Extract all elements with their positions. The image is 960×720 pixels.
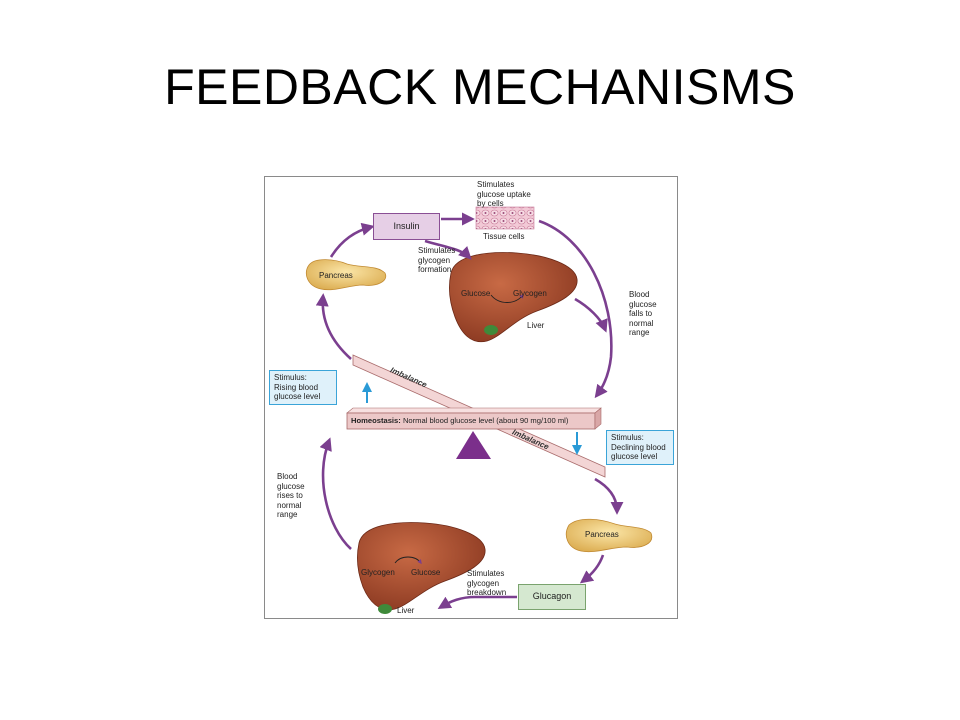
stimulus-rising-box: Stimulus: Rising blood glucose level [269,370,337,405]
stimulates-uptake-label: Stimulates glucose uptake by cells [477,180,531,208]
liver-top-shape [448,252,578,343]
diagram-graphics [305,206,653,614]
pancreas-top-shape [305,259,387,291]
homeostasis-bar-label: Homeostasis: Normal blood glucose level … [347,413,596,429]
liver-bottom-glucose: Glucose [411,568,441,577]
tissue-cells-label: Tissue cells [483,232,525,241]
tissue-cells [475,206,535,230]
homeostasis-text: Normal blood glucose level (about 90 mg/… [402,416,569,425]
feedback-diagram: Insulin Glucagon Stimulates glucose upta… [264,176,678,619]
seesaw [346,354,606,478]
homeostasis-heading: Homeostasis: [351,416,401,425]
liver-bottom-glycogen: Glycogen [361,568,395,577]
cycle-arrows [315,212,624,610]
stimulates-breakdown-label: Stimulates glycogen breakdown [467,569,507,597]
blood-rises-label: Blood glucose rises to normal range [277,472,305,519]
slide-title: FEEDBACK MECHANISMS [164,59,796,115]
pancreas-bottom-label: Pancreas [585,530,619,539]
liver-top-glycogen: Glycogen [513,289,547,298]
stimulates-glycogen-formation-label: Stimulates glycogen formation [418,246,456,274]
pancreas-bottom-shape [565,518,653,553]
liver-bottom-label: Liver [397,606,415,615]
liver-top-label: Liver [527,321,545,330]
liver-top-glucose: Glucose [461,289,491,298]
blood-falls-label: Blood glucose falls to normal range [629,290,657,337]
liver-bottom-shape [356,522,486,614]
pancreas-top-label: Pancreas [319,271,353,280]
stimulus-declining-box: Stimulus: Declining blood glucose level [606,430,674,465]
fulcrum [456,431,491,459]
glucagon-box: Glucagon [518,584,586,610]
insulin-box: Insulin [373,213,440,240]
